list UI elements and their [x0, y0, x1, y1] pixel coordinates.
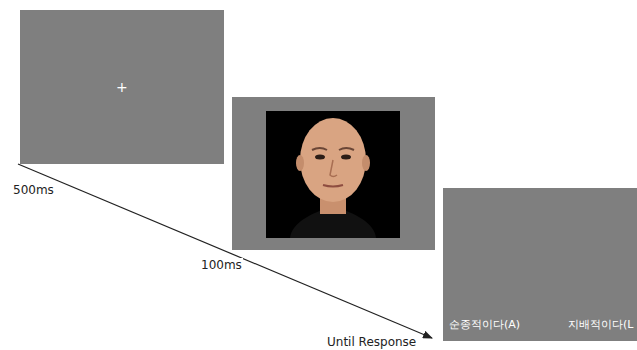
stimulus-panel [232, 97, 435, 250]
fixation-screen: + [20, 10, 224, 164]
response-option: 순종적이다(A) [449, 317, 520, 332]
response-screen: 순종적이다(A) 지배적이다(L [443, 188, 637, 341]
duration-label: Until Response [326, 335, 417, 349]
duration-label: 500ms [12, 183, 55, 197]
face-picture [290, 118, 376, 238]
fixation-cross: + [116, 79, 128, 95]
face-background [266, 111, 400, 238]
duration-label: 100ms [200, 258, 243, 272]
response-option: 지배적이다(L [568, 317, 633, 332]
timeline-arrow [18, 164, 432, 338]
